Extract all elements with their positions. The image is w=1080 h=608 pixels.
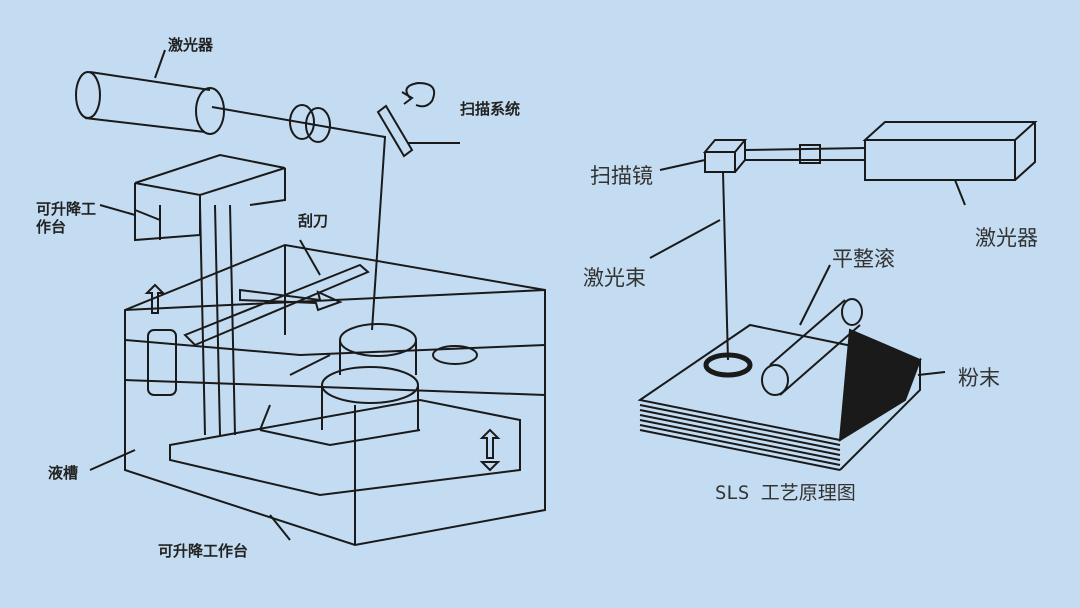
- laser-cylinder: [75, 49, 225, 135]
- part: [259, 323, 478, 447]
- label-lift-platform-bottom: 可升降工作台: [158, 542, 249, 560]
- caption: SLS 工艺原理图: [715, 482, 856, 504]
- laser-beam-left: [211, 106, 387, 331]
- lift-arrows: [144, 283, 501, 472]
- label-laser-left: 激光器: [168, 36, 214, 54]
- label-scan-system: 扫描系统: [460, 100, 521, 118]
- label-laser-beam: 激光束: [583, 266, 646, 290]
- laser-box-right: [744, 121, 1038, 206]
- label-tank: 液槽: [48, 464, 79, 482]
- label-scraper: 刮刀: [298, 212, 329, 230]
- lift-platform-top: [99, 153, 286, 436]
- label-scan-mirror: 扫描镜: [590, 164, 653, 188]
- scan-mirror-left: [376, 81, 460, 158]
- scan-mirror-right: [649, 139, 748, 361]
- scraper: [183, 239, 370, 347]
- lens: [289, 104, 331, 143]
- label-leveling-roller: 平整滚: [832, 247, 895, 271]
- label-powder: 粉末: [958, 366, 1000, 390]
- label-laser-right: 激光器: [975, 226, 1038, 250]
- label-lift-platform-top: 可升降工作台: [36, 200, 97, 236]
- powder-bed: [637, 264, 946, 471]
